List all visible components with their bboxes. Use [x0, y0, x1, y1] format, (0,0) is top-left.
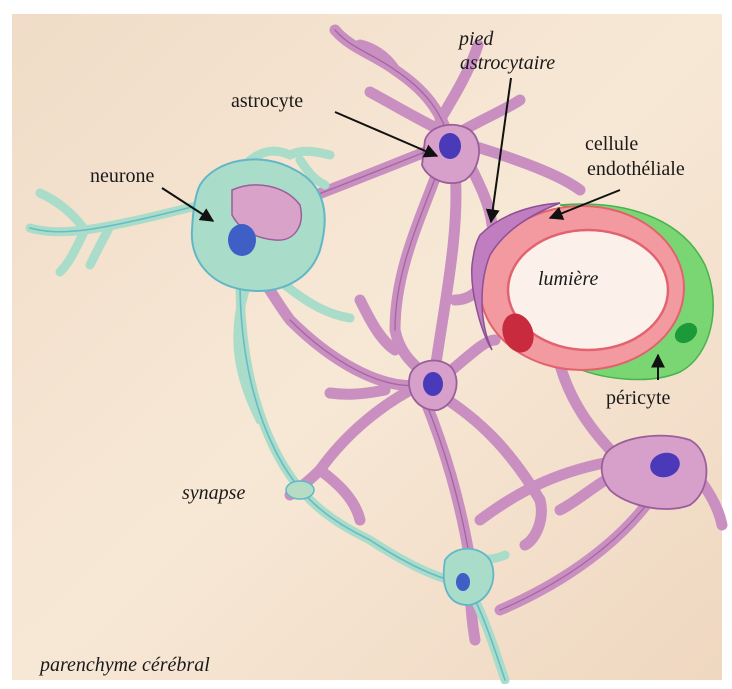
astrocyte-nucleus-middle [423, 372, 443, 396]
synapse-contact [286, 481, 314, 499]
label-synapse: synapse [182, 482, 245, 504]
label-pericyte: péricyte [606, 387, 670, 409]
label-cellule: cellule [585, 133, 638, 155]
neuron-nucleus [228, 224, 256, 256]
label-lumiere: lumière [538, 268, 598, 290]
label-astrocyte: astrocyte [231, 90, 303, 112]
label-pied: pied [459, 28, 493, 50]
astrocyte-nucleus-top [439, 133, 461, 159]
label-endotheliale: endothéliale [587, 158, 685, 180]
label-neurone: neurone [90, 165, 154, 187]
lower-neuron-nucleus [456, 573, 470, 591]
label-astrocytaire: astrocytaire [460, 52, 555, 74]
label-parenchyme: parenchyme cérébral [40, 654, 210, 676]
